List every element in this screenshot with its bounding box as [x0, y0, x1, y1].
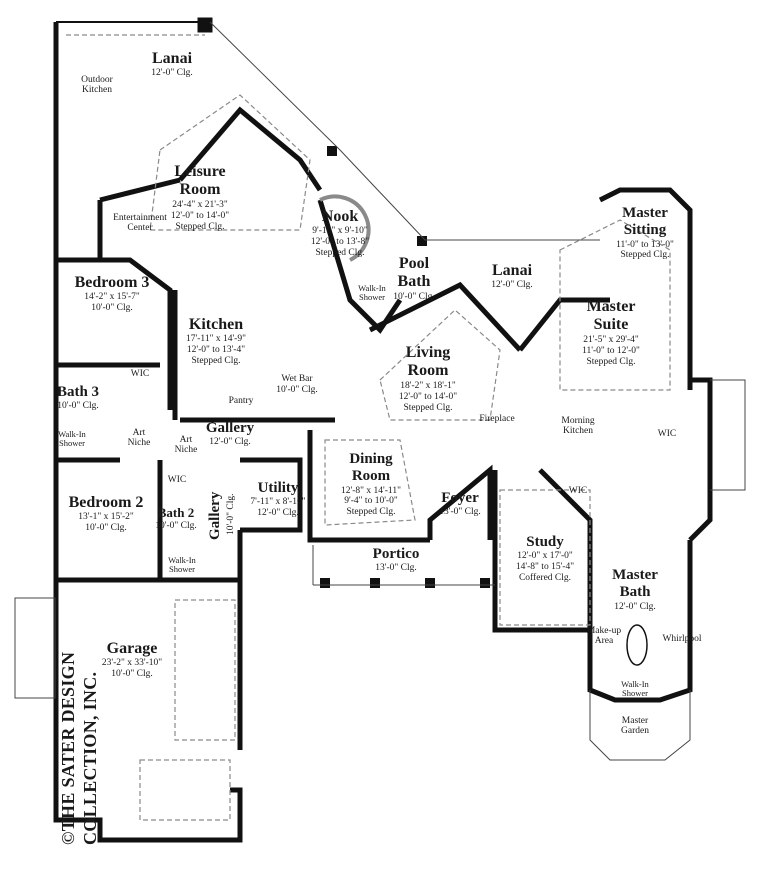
room-leisure-room: Leisure Room 24'-4" x 21'-3" 12'-0" to 1…: [170, 163, 230, 232]
room-ceiling: 12'-0" Clg.: [151, 68, 193, 79]
room-lanai-side: Lanai 12'-0" Clg.: [491, 262, 533, 291]
room-wet-bar: Wet Bar 10'-0" Clg.: [276, 374, 318, 395]
room-kitchen: Kitchen 17'-11" x 14'-9" 12'-0" to 13'-4…: [186, 316, 246, 367]
wic-master-label: WIC: [657, 429, 677, 439]
room-master-suite: Master Suite 21'-5" x 29'-4" 11'-0" to 1…: [582, 298, 640, 367]
room-bath-3: Bath 3 10'-0" Clg.: [56, 384, 100, 412]
room-bedroom-2: Bedroom 2 13'-1" x 15'-2" 10'-0" Clg.: [68, 494, 144, 534]
room-lanai-rear: Lanai 12'-0" Clg.: [151, 50, 192, 79]
nook-bay-window: [319, 194, 371, 262]
room-master-sitting: Master Sitting 11'-0" to 13'-0" Stepped …: [616, 205, 674, 261]
room-name: Lanai: [151, 50, 193, 67]
room-pool-bath: Pool Bath 10'-0" Clg.: [393, 255, 435, 302]
room-dining-room: Dining Room 12'-8" x 14'-11" 9'-4" to 10…: [341, 451, 401, 518]
room-gallery-vertical: Gallery: [207, 491, 223, 540]
thin-lines: [14, 21, 746, 761]
pantry-label: Pantry: [228, 396, 254, 406]
room-study: Study 12'-0" x 17'-0" 14'-8" to 15'-4" C…: [515, 534, 575, 584]
exterior-walls: [53, 17, 713, 843]
copyright-notice: ©THE SATER DESIGN COLLECTION, INC.: [58, 651, 100, 845]
entertainment-center-label: Entertainment Center: [113, 213, 167, 234]
morning-kitchen-label: Morning Kitchen: [561, 416, 595, 437]
room-bedroom-3: Bedroom 3 14'-2" x 15'-7" 10'-0" Clg.: [74, 274, 150, 314]
ceiling-outlines: [66, 34, 671, 821]
room-garage: Garage 23'-2" x 33'-10" 10'-0" Clg.: [101, 640, 163, 680]
room-gallery: Gallery 12'-0" Clg.: [205, 420, 255, 448]
room-foyer: Foyer 13'-0" Clg.: [439, 490, 481, 518]
room-nook: Nook 9'-10" x 9'-10" 12'-0" to 13'-8" St…: [310, 208, 370, 259]
columns: [320, 146, 490, 588]
fireplace-label: Fireplace: [479, 414, 515, 424]
room-utility: Utility 7'-11" x 8'-10" 12'-0" Clg.: [250, 480, 306, 519]
room-bath-2: Bath 2 10'-0" Clg.: [155, 505, 197, 531]
whirlpool-tub: [626, 624, 648, 666]
room-living-room: Living Room 18'-2" x 18'-1" 12'-0" to 14…: [398, 344, 458, 413]
outdoor-kitchen-label: Outdoor Kitchen: [81, 75, 113, 96]
room-portico: Portico 13'-0" Clg.: [372, 546, 420, 574]
room-master-bath: Master Bath 12'-0" Clg.: [612, 567, 658, 612]
